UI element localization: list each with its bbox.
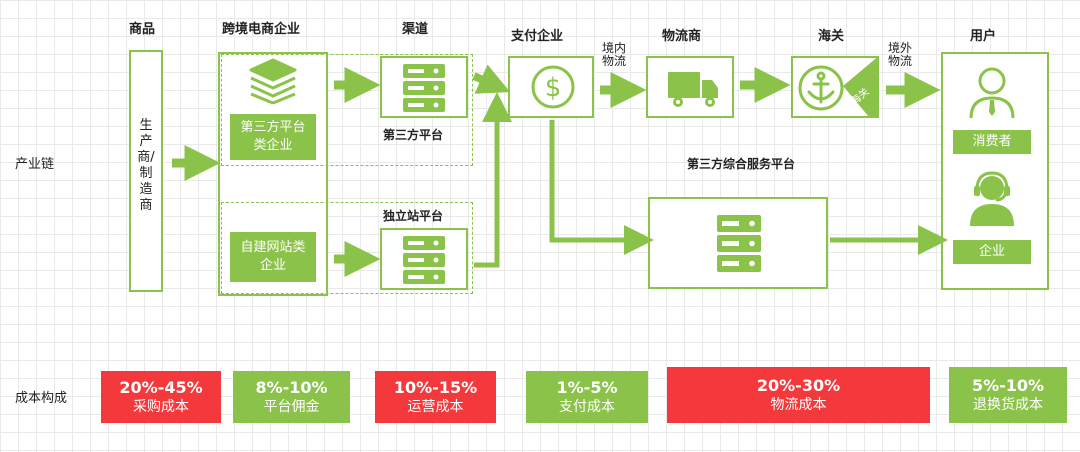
own-site-company-box: 自建网站类企业	[230, 232, 316, 282]
cost-label: 退换货成本	[973, 396, 1043, 413]
anchor-icon	[797, 64, 847, 116]
independent-site-label: 独立站平台	[383, 209, 444, 223]
arrow-channel-to-payment	[472, 64, 511, 94]
service-platform-box	[648, 197, 828, 289]
cost-pct: 20%-30%	[756, 375, 841, 395]
third-party-platform-server	[380, 56, 468, 118]
user-icon	[968, 66, 1016, 124]
cost-box-payment: 1%-5% 支付成本	[526, 371, 648, 423]
cost-label: 支付成本	[559, 398, 615, 415]
cost-pct: 8%-10%	[255, 377, 328, 397]
cost-label: 平台佣金	[263, 398, 320, 415]
server-icon	[715, 213, 763, 279]
payment-box: $	[508, 56, 594, 118]
cost-label: 采购成本	[133, 398, 189, 415]
column-header-payment: 支付企业	[511, 29, 564, 44]
arrow-payment-to-service	[549, 120, 654, 255]
column-header-crossborder: 跨境电商企业	[222, 22, 301, 37]
cost-pct: 1%-5%	[556, 377, 618, 397]
platform-company-box: 第三方平台类企业	[230, 114, 316, 160]
server-icon	[401, 234, 447, 290]
cost-label: 物流成本	[770, 396, 827, 413]
dollar-icon: $	[530, 63, 576, 115]
cost-box-returns: 5%-10% 退换货成本	[949, 367, 1067, 423]
cost-pct: 20%-45%	[119, 377, 203, 397]
arrow-independent-to-payment	[474, 92, 512, 268]
headset-user-icon	[966, 170, 1018, 230]
stack-layers-icon	[246, 56, 300, 108]
cost-box-logistics: 20%-30% 物流成本	[667, 367, 930, 423]
consumer-badge: 消费者	[953, 130, 1031, 154]
manufacturer-box	[129, 50, 163, 292]
service-platform-label: 第三方综合服务平台	[686, 157, 795, 171]
enterprise-badge: 企业	[953, 240, 1031, 264]
platform-channel-dashed-group	[221, 54, 473, 166]
cost-box-operation: 10%-15% 运营成本	[375, 371, 496, 423]
cost-pct: 10%-15%	[393, 377, 478, 397]
customs-box: 海关	[791, 56, 879, 118]
cost-box-commission: 8%-10% 平台佣金	[233, 371, 350, 423]
truck-icon	[666, 70, 720, 114]
cost-label: 运营成本	[407, 398, 464, 415]
third-party-platform-label: 第三方平台	[383, 128, 444, 142]
manufacturer-label: 生产商/制造商	[137, 118, 155, 213]
server-icon	[401, 62, 447, 118]
domestic-logistics-label: 境内物流	[602, 41, 627, 68]
column-header-channel: 渠道	[402, 22, 429, 37]
column-header-goods: 商品	[129, 22, 156, 37]
cost-pct: 5%-10%	[971, 375, 1045, 395]
svg-text:$: $	[545, 73, 562, 103]
independent-site-server	[380, 228, 468, 290]
independent-channel-dashed-group	[221, 202, 473, 294]
row-label-cost: 成本构成	[15, 391, 68, 406]
row-label-chain: 产业链	[15, 157, 55, 172]
overseas-logistics-label: 境外物流	[888, 41, 913, 68]
logistics-box	[646, 56, 734, 118]
column-header-customs: 海关	[818, 29, 845, 44]
cost-box-purchase: 20%-45% 采购成本	[101, 371, 221, 423]
column-header-user: 用户	[970, 29, 997, 44]
column-header-logistics: 物流商	[662, 29, 702, 44]
